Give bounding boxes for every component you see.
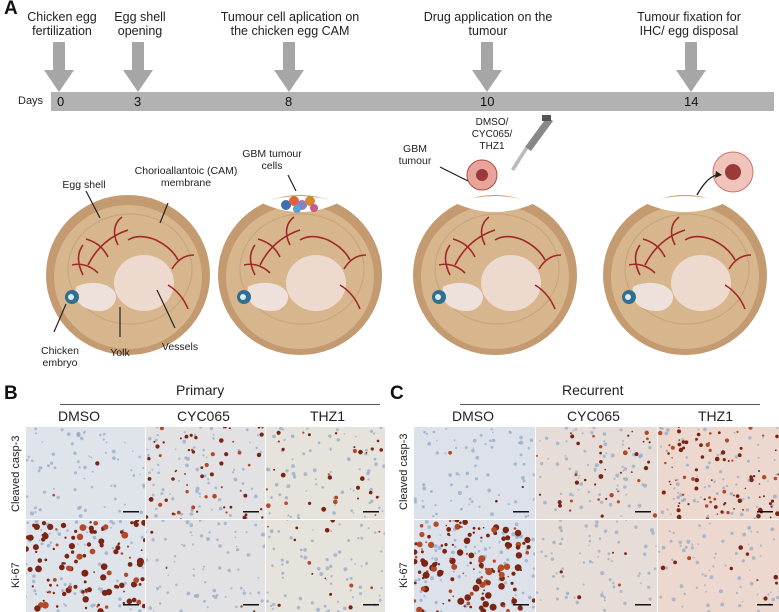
day-14: 14 [684, 94, 699, 109]
egg-2 [217, 194, 383, 356]
micrograph-tile [266, 520, 385, 612]
step-label-4: Tumour fixation for IHC/ egg disposal [637, 10, 741, 38]
panel-b-row-0: Cleaved casp-3 [10, 435, 22, 512]
panel-b-col-1: CYC065 [177, 408, 230, 424]
panel-b-col-0: DMSO [58, 408, 100, 424]
down-arrow-icon [676, 42, 706, 92]
down-arrow-icon [123, 42, 153, 92]
panel-b-row-1: Ki-67 [10, 562, 22, 588]
panel-c-col-2: THZ1 [698, 408, 733, 424]
days-label: Days [18, 95, 44, 107]
micrograph-tile [536, 427, 657, 519]
day-3: 3 [134, 94, 142, 109]
panel-b-group-line [60, 404, 380, 405]
step-label-2: Tumour cell aplication on the chicken eg… [220, 10, 360, 38]
timeline-arrows [44, 42, 706, 92]
day-10: 10 [480, 94, 495, 109]
tumour-cells-icon [281, 196, 318, 213]
panel-b-letter: B [4, 383, 18, 404]
label-gbm-tumour: GBM tumour [398, 143, 432, 167]
label-vessels: Vessels [161, 341, 199, 353]
micrograph-tile [414, 520, 535, 612]
egg-3 [412, 194, 578, 356]
step-label-1: Egg shell opening [114, 10, 166, 38]
panel-c-letter: C [390, 383, 404, 404]
panel-c-row-0: Cleaved casp-3 [398, 433, 410, 510]
panel-a-letter: A [4, 0, 18, 19]
egg-illustrations [45, 115, 768, 356]
label-yolk: Yolk [110, 347, 130, 359]
day-bar [51, 92, 774, 111]
label-cam: Chorioallantoic (CAM) membrane [134, 165, 238, 189]
pipette-icon [511, 115, 553, 171]
panel-c-group-line [460, 404, 760, 405]
label-egg-shell: Egg shell [62, 179, 106, 191]
step-label-3: Drug application on the tumour [423, 10, 553, 38]
label-chicken-embryo: Chicken embryo [41, 345, 79, 369]
down-arrow-icon [472, 42, 502, 92]
micrograph-tile [146, 520, 265, 612]
gbm-tumour-icon [466, 159, 498, 191]
panel-c-col-1: CYC065 [567, 408, 620, 424]
egg-4 [602, 194, 768, 356]
removed-tumour-icon [712, 151, 754, 193]
label-gbm-cells: GBM tumour cells [242, 148, 302, 172]
day-8: 8 [285, 94, 293, 109]
panel-c-col-0: DMSO [452, 408, 494, 424]
down-arrow-icon [44, 42, 74, 92]
egg-1 [45, 194, 211, 356]
label-drugs: DMSO/ CYC065/ THZ1 [471, 117, 513, 152]
micrograph-tile [266, 427, 385, 519]
micrograph-tile [414, 427, 535, 519]
micrograph-tile [146, 427, 265, 519]
panel-b-group: Primary [176, 382, 225, 398]
panel-b-col-2: THZ1 [310, 408, 345, 424]
micrograph-tile [658, 520, 779, 612]
micrograph-tile [658, 427, 779, 519]
day-0: 0 [57, 94, 65, 109]
micrograph-tile [26, 520, 145, 612]
micrograph-tile [536, 520, 657, 612]
panel-c-row-1: Ki-67 [398, 562, 410, 588]
down-arrow-icon [274, 42, 304, 92]
micrograph-tile [26, 427, 145, 519]
step-label-0: Chicken egg fertilization [27, 10, 97, 38]
panel-c-group: Recurrent [562, 382, 624, 398]
